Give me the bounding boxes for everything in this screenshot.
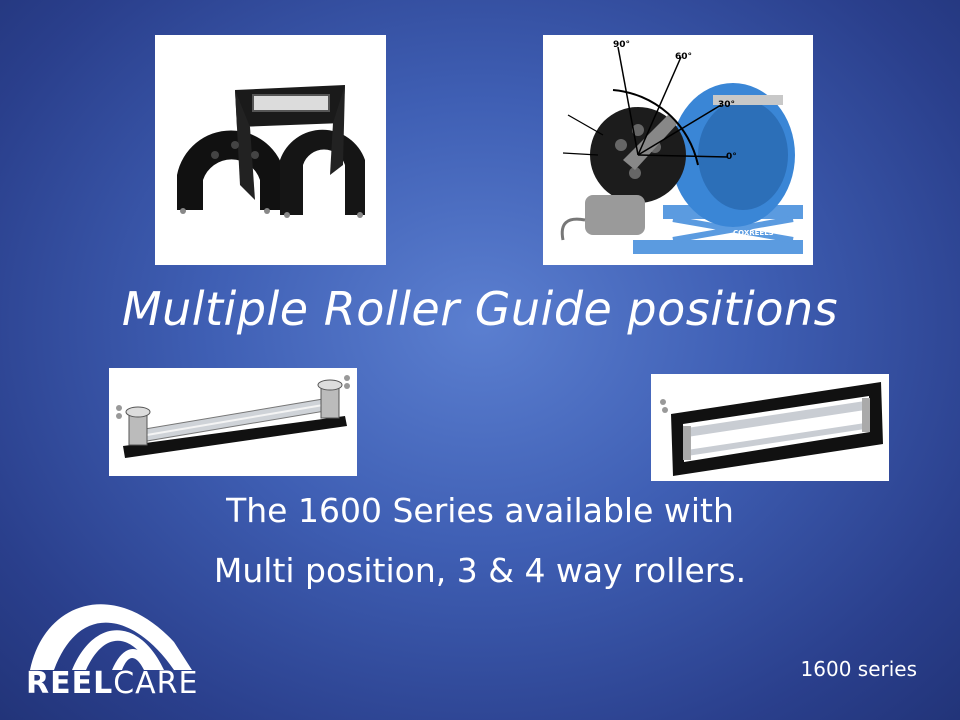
angle-90-label: 90° xyxy=(613,40,630,50)
slide-title: Multiple Roller Guide positions xyxy=(121,282,839,336)
frame-brand-text: COXREELS xyxy=(733,229,774,237)
angle-60-label: 60° xyxy=(675,52,692,62)
series-footer-note: 1600 series xyxy=(800,657,917,681)
angle-30-label: 30° xyxy=(718,100,735,110)
roller-guide-bracket-image xyxy=(155,35,386,265)
hose-reel-angle-image: 90° 60° 30° 0° COXREELS xyxy=(543,35,813,265)
three-way-roller-image xyxy=(109,368,357,476)
reelcare-logo: REELCARE xyxy=(24,582,204,702)
reelcare-arch-icon xyxy=(30,604,192,670)
angle-0-label: 0° xyxy=(726,152,737,162)
logo-care-text: CARE xyxy=(113,666,199,701)
four-way-roller-image xyxy=(651,374,889,481)
series-availability-line: The 1600 Series available with xyxy=(226,491,734,530)
reelcare-wordmark: REELCARE xyxy=(26,666,198,701)
logo-reel-text: REEL xyxy=(26,666,114,701)
roller-options-line: Multi position, 3 & 4 way rollers. xyxy=(213,551,747,590)
